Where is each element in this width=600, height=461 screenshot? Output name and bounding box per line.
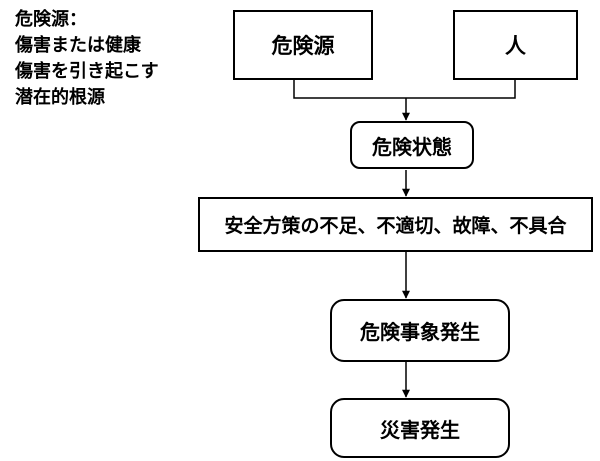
node-safety-measure-failure: 安全方策の不足、不適切、故障、不具合 — [198, 197, 593, 252]
merge-connector-line — [293, 80, 516, 99]
node-hazard-source: 危険源 — [233, 10, 373, 80]
annotation-line: 潜在的根源 — [15, 87, 105, 107]
hazard-definition-annotation: 危険源： 傷害または健康 傷害を引き起こす 潜在的根源 — [15, 6, 159, 110]
annotation-line: 傷害または健康 — [15, 35, 141, 55]
node-hazardous-event-occurrence: 危険事象発生 — [330, 299, 510, 362]
node-accident-occurrence: 災害発生 — [330, 398, 510, 458]
node-person: 人 — [453, 10, 578, 80]
annotation-line: 傷害を引き起こす — [15, 61, 159, 81]
node-hazardous-state: 危険状態 — [350, 121, 474, 169]
annotation-line: 危険源： — [15, 9, 87, 29]
